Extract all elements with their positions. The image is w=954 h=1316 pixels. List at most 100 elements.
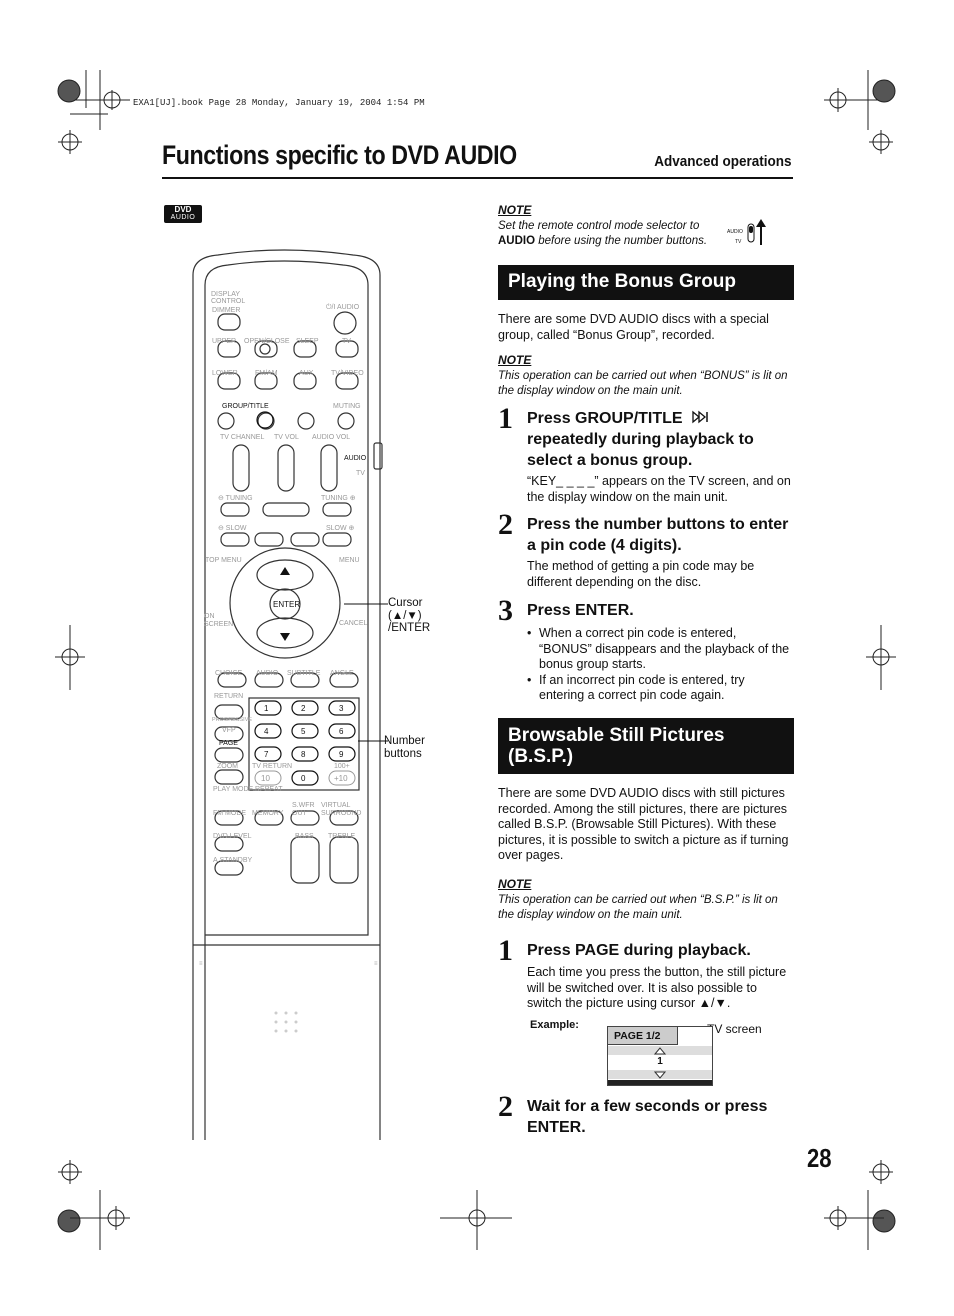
step-body: The method of getting a pin code may be …	[527, 559, 755, 589]
key-8: 8	[301, 750, 306, 759]
remote-label-vfp: VFP	[222, 727, 236, 734]
note-body: Set the remote control mode selector to …	[498, 219, 728, 249]
tv-screen-example: PAGE 1/2 1	[607, 1026, 713, 1086]
remote-label-fm-mode: FM MODE	[213, 810, 247, 817]
remote-label-slow-up: SLOW ⊕	[326, 525, 355, 532]
remote-label-zoom: ZOOM	[217, 763, 238, 770]
bonus-note-title: NOTE	[498, 353, 532, 367]
key-7: 7	[264, 750, 269, 759]
bsp-intro: There are some DVD AUDIO discs with stil…	[498, 786, 789, 862]
remote-label-tv-vol: TV VOL	[274, 434, 299, 441]
remote-label-memory: MEMORY	[252, 810, 284, 817]
badge-line2: AUDIO	[170, 214, 196, 221]
remote-label-bass: BASS	[295, 833, 314, 840]
key-4: 4	[264, 727, 269, 736]
remote-label-audio-vol: AUDIO VOL	[312, 434, 351, 441]
callout-cursor-enter: Cursor (▲/▼) /ENTER	[388, 597, 431, 634]
tv-screen-label: TV screen	[707, 1022, 762, 1036]
remote-label-angle: ANGLE	[330, 670, 354, 677]
bonus-heading: Playing the Bonus Group	[498, 265, 794, 300]
key-3: 3	[339, 704, 344, 713]
remote-label-dimmer: DIMMER	[212, 307, 241, 314]
step-number: 3	[498, 594, 513, 627]
remote-label-on-screen: ON SCREEN	[204, 613, 234, 628]
step-heading: Press GROUP/TITLE repeatedly during play…	[527, 408, 792, 471]
bullet-item: •When a correct pin code is entered, “BO…	[527, 626, 790, 671]
key-10: 10	[261, 774, 270, 783]
page-title: Functions specific to DVD AUDIO	[162, 140, 517, 170]
bonus-note: NOTE This operation can be carried out w…	[498, 353, 794, 399]
step-number: 1	[498, 934, 513, 967]
note-bold: AUDIO	[498, 235, 536, 247]
bsp-note-title: NOTE	[498, 877, 532, 891]
callout-number-buttons: Number buttons	[384, 735, 425, 760]
bsp-note: NOTE This operation can be carried out w…	[498, 877, 794, 923]
remote-label-audio: AUDIO	[256, 670, 279, 677]
key-1: 1	[264, 704, 269, 713]
remote-label-display-control: DISPLAY CONTROL	[211, 291, 246, 305]
screen-value: 1	[657, 1056, 663, 1067]
remote-label-slow-down: ⊖ SLOW	[218, 525, 247, 532]
step-number: 1	[498, 402, 513, 435]
bonus-step-1: 1 Press GROUP/TITLE repeatedly during pl…	[498, 402, 794, 508]
remote-label-choice: CHOICE	[215, 670, 243, 677]
step-heading: Press PAGE during playback.	[527, 942, 751, 959]
key-0: 0	[301, 774, 306, 783]
remote-label-aux: AUX	[299, 370, 314, 377]
remote-label-return: RETURN	[214, 693, 244, 700]
remote-control-illustration: ≡≡	[192, 249, 383, 1140]
screen-up-arrow-icon	[654, 1047, 666, 1055]
bsp-note-text: This operation can be carried out when “…	[498, 894, 778, 921]
remote-label-selector-audio: AUDIO	[344, 455, 367, 462]
screen-bottom-bar	[608, 1080, 712, 1085]
step-heading: Press the number buttons to enter a pin …	[527, 516, 789, 554]
selector-audio-label: AUDIO	[727, 229, 743, 235]
note-mode-selector: NOTE Set the remote control mode selecto…	[498, 203, 794, 249]
remote-label-play-mode: PLAY MODE	[213, 786, 254, 793]
remote-label-subtitle: SUBTITLE	[287, 670, 321, 677]
bonus-note-text: This operation can be carried out when “…	[498, 370, 788, 397]
remote-label-fm-am: FM/AM	[255, 370, 278, 377]
remote-label-sleep: SLEEP	[296, 338, 319, 345]
remote-label-lower: LOWER	[212, 370, 238, 377]
remote-label-muting: MUTING	[333, 403, 361, 410]
screen-page-indicator: PAGE 1/2	[608, 1027, 678, 1045]
note-text-b: before using the number buttons.	[535, 235, 708, 247]
step-heading-a: Press GROUP/TITLE	[527, 410, 683, 427]
mode-selector-icon: AUDIO TV	[727, 227, 743, 247]
remote-label-cancel: CANCEL	[339, 620, 368, 627]
screen-down-arrow-icon	[654, 1071, 666, 1079]
callout-lines	[344, 603, 388, 742]
remote-label-tv-channel: TV CHANNEL	[220, 434, 265, 441]
remote-label-repeat: REPEAT	[255, 786, 283, 793]
next-skip-icon	[692, 410, 708, 424]
remote-label-100plus: 100+	[334, 763, 350, 770]
selector-switch-icon	[747, 219, 766, 245]
remote-label-treble: TREBLE	[328, 833, 356, 840]
step-bullets: •When a correct pin code is entered, “BO…	[527, 626, 792, 704]
svg-text:≡: ≡	[199, 961, 203, 967]
remote-label-progressive: PROGRESSIVE	[212, 717, 253, 723]
svg-text:≡: ≡	[374, 961, 378, 967]
note-text-a: Set the remote control mode selector to	[498, 220, 700, 232]
remote-label-power: ⏻/I AUDIO	[326, 304, 360, 311]
example-label: Example:	[530, 1019, 579, 1031]
key-plus10: +10	[334, 774, 348, 783]
key-2: 2	[301, 704, 306, 713]
page-number: 28	[807, 1143, 832, 1173]
title-rule	[162, 177, 793, 179]
step-heading-b: repeatedly during playback to select a b…	[527, 431, 754, 469]
remote-label-tv-return: TV RETURN	[252, 763, 293, 770]
remote-label-upper: UPPER	[212, 338, 237, 345]
bullet-item: •If an incorrect pin code is entered, tr…	[527, 672, 745, 703]
dvd-audio-badge: DVD AUDIO	[164, 205, 202, 223]
remote-label-tuning-down: ⊖ TUNING	[218, 495, 253, 502]
remote-label-enter: ENTER	[273, 600, 301, 609]
selector-tv-label: TV	[735, 239, 742, 245]
step-number: 2	[498, 1090, 513, 1123]
badge-line1: DVD	[174, 205, 192, 214]
bsp-heading: Browsable Still Pictures (B.S.P.)	[498, 718, 794, 774]
step-heading: Wait for a few seconds or press ENTER.	[527, 1098, 768, 1136]
remote-label-tv: TV	[342, 338, 351, 345]
